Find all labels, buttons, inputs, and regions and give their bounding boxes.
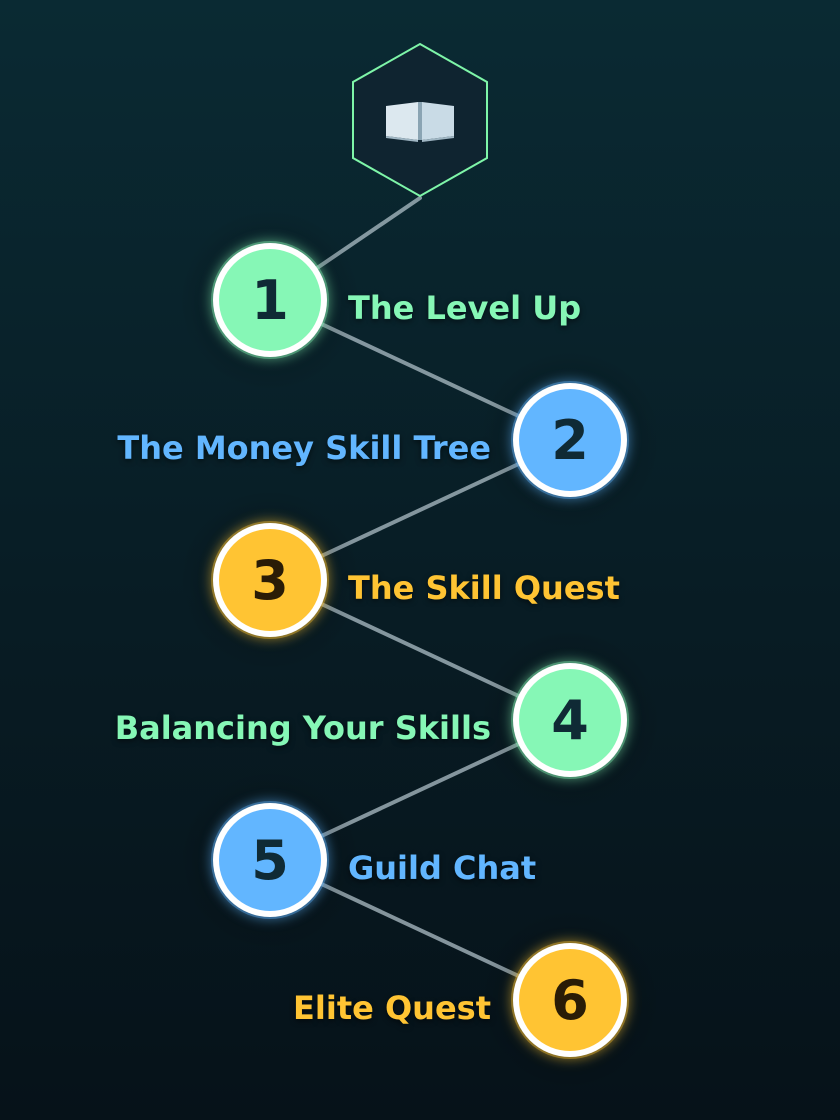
- step-label-3: The Skill Quest: [348, 569, 620, 607]
- step-number-5: 5: [251, 829, 289, 892]
- step-label-1: The Level Up: [348, 289, 582, 327]
- step-number-1: 1: [251, 269, 289, 332]
- step-number-3: 3: [251, 549, 289, 612]
- step-number-6: 6: [551, 969, 589, 1032]
- step-node-5: 5: [179, 769, 361, 951]
- step-label-4: Balancing Your Skills: [114, 709, 491, 747]
- step-node-2: 2: [479, 349, 661, 531]
- header-hexagon: [352, 42, 488, 198]
- step-label-5: Guild Chat: [348, 849, 537, 887]
- step-node-4: 4: [479, 629, 661, 811]
- open-book-icon: [386, 102, 454, 142]
- step-node-1: 1: [179, 209, 361, 391]
- step-label-2: The Money Skill Tree: [117, 429, 491, 467]
- step-node-3: 3: [179, 489, 361, 671]
- step-number-4: 4: [551, 689, 589, 752]
- step-nodes: 1 2 3 4 5 6: [179, 209, 661, 1091]
- step-node-6: 6: [479, 909, 661, 1091]
- step-label-6: Elite Quest: [293, 989, 491, 1027]
- step-number-2: 2: [551, 409, 589, 472]
